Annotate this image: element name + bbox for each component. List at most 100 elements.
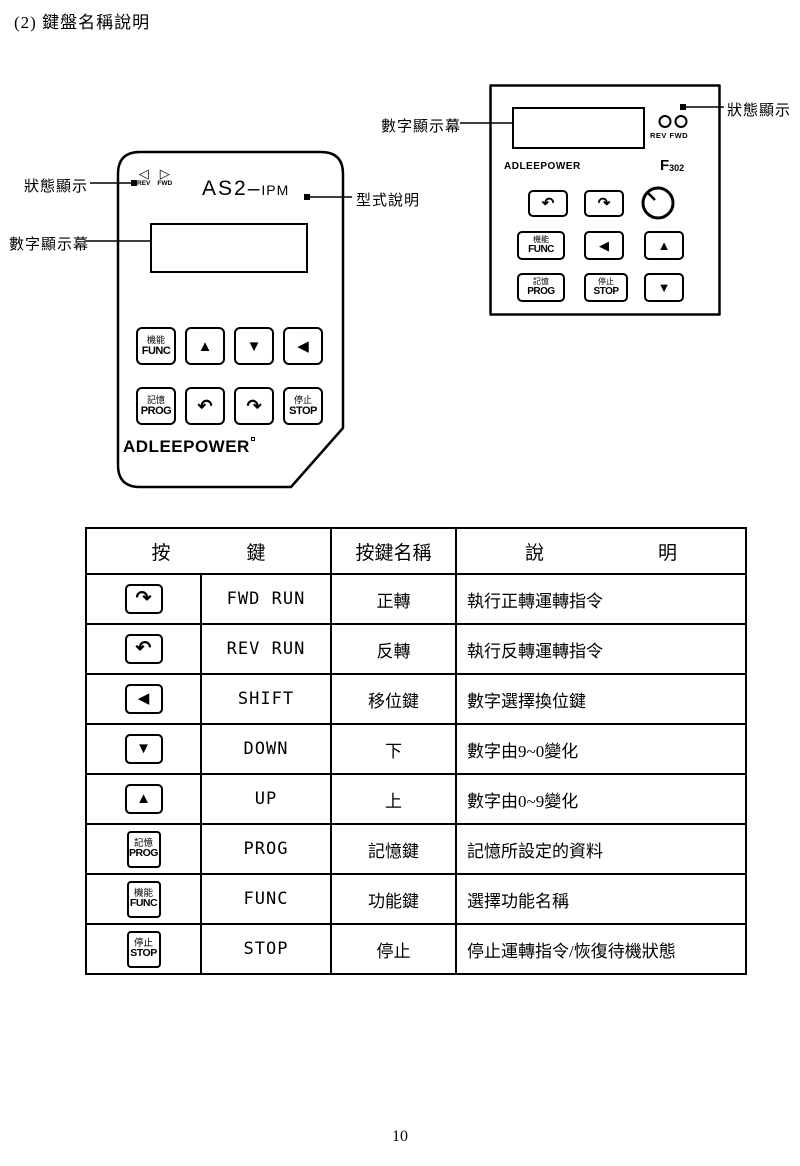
label-model-note: 型式說明 [356, 193, 421, 209]
brand-logo: ADLEEPOWER [123, 437, 255, 457]
up-arrow-icon: ▲ [197, 337, 213, 355]
key-label: FUNC [199, 873, 333, 925]
rev-arrow-icon: ◁ [138, 166, 149, 181]
rev-run-key-icon: ↶ [124, 634, 163, 664]
speed-knob-icon [641, 186, 675, 220]
stop-button-right: 停止 STOP [584, 273, 628, 302]
callout-marker [304, 194, 310, 200]
key-desc: 數字選擇換位鍵 [455, 673, 748, 725]
header-name: 按鍵名稱 [330, 527, 458, 575]
fwd-arrow-icon: ▷ [159, 166, 170, 181]
key-name: 上 [330, 773, 458, 825]
rev-run-arrow-icon: ↶ [197, 396, 213, 416]
label-right-status: 狀態顯示 [727, 103, 792, 119]
fwd-run-button-right: ↷ [584, 190, 624, 217]
prog-button: 記憶 PROG [136, 387, 176, 425]
table-row: ↷ FWD RUN 正轉 執行正轉運轉指令 [85, 573, 748, 625]
key-label: PROG [199, 823, 333, 875]
callout-marker [680, 104, 686, 110]
key-desc: 執行正轉運轉指令 [455, 573, 748, 625]
header-desc: 說 明 [455, 527, 748, 575]
left-keypad-outline [116, 150, 345, 489]
fwd-run-key-icon: ↷ [124, 584, 163, 614]
table-row: ▲ UP 上 數字由0~9變化 [85, 773, 748, 825]
rev-lamp-icon [658, 115, 672, 128]
rev-run-button-right: ↶ [528, 190, 568, 217]
down-button-right: ▼ [644, 273, 684, 302]
table-row: ↶ REV RUN 反轉 執行反轉運轉指令 [85, 623, 748, 675]
key-name: 正轉 [330, 573, 458, 625]
key-desc: 數字由0~9變化 [455, 773, 748, 825]
key-desc: 選擇功能名稱 [455, 873, 748, 925]
left-arrow-icon: ◀ [297, 337, 309, 355]
label-right-display: 數字顯示幕 [381, 119, 462, 135]
fwd-run-button: ↷ [234, 387, 274, 425]
keypad-diagram-art [86, 84, 724, 489]
down-arrow-icon: ▼ [246, 337, 262, 355]
right-digital-display [512, 107, 645, 149]
down-key-icon: ▼ [124, 734, 163, 764]
key-label: FWD RUN [199, 573, 333, 625]
trademark-icon [250, 437, 255, 441]
key-label: DOWN [199, 723, 333, 775]
page-title: (2) 鍵盤名稱說明 [14, 13, 151, 32]
right-status-labels: REV FWD [650, 131, 689, 140]
key-name: 下 [330, 723, 458, 775]
fwd-lamp-icon [674, 115, 688, 128]
label-left-status: 狀態顯示 [24, 179, 89, 195]
key-name: 記憶鍵 [330, 823, 458, 875]
key-name: 功能鍵 [330, 873, 458, 925]
func-button: 機能 FUNC [136, 327, 176, 365]
key-name: 反轉 [330, 623, 458, 675]
key-desc: 停止運轉指令/恢復待機狀態 [455, 923, 748, 975]
shift-button-right: ◀ [584, 231, 624, 260]
table-row: ▼ DOWN 下 數字由9~0變化 [85, 723, 748, 775]
key-desc: 數字由9~0變化 [455, 723, 748, 775]
speed-knob-pointer [646, 191, 656, 201]
header-key: 按 鍵 [84, 527, 333, 575]
down-button: ▼ [234, 327, 274, 365]
stop-button: 停止 STOP [283, 387, 323, 425]
key-name: 移位鍵 [330, 673, 458, 725]
prog-button-right: 記憶 PROG [517, 273, 565, 302]
key-label: REV RUN [199, 623, 333, 675]
down-arrow-icon: ▼ [657, 280, 671, 295]
fwd-run-arrow-icon: ↷ [246, 396, 262, 416]
brand-logo-right: ADLEEPOWER [504, 161, 581, 172]
table-header-row: 按 鍵 按鍵名稱 說 明 [84, 527, 748, 575]
key-label: SHIFT [199, 673, 333, 725]
left-digital-display [150, 223, 308, 273]
rev-indicator: ◁ REV [137, 166, 151, 187]
up-key-icon: ▲ [124, 784, 163, 814]
rev-run-button: ↶ [185, 387, 225, 425]
model-f302: F 302 [660, 157, 685, 174]
key-label: UP [199, 773, 333, 825]
key-description-table: 按 鍵 按鍵名稱 說 明 ↷ FWD RUN 正轉 執行正轉運轉指令 ↶ REV… [84, 527, 748, 975]
left-status-indicators: ◁ REV ▷ FWD [137, 167, 172, 188]
up-button-right: ▲ [644, 231, 684, 260]
left-arrow-icon: ◀ [599, 238, 609, 253]
key-label: STOP [199, 923, 333, 975]
fwd-run-arrow-icon: ↷ [597, 195, 611, 212]
key-desc: 記憶所設定的資料 [455, 823, 748, 875]
key-name: 停止 [330, 923, 458, 975]
fwd-indicator: ▷ FWD [157, 166, 173, 187]
up-arrow-icon: ▲ [657, 238, 671, 253]
func-button-right: 機能 FUNC [517, 231, 565, 260]
rev-run-arrow-icon: ↶ [541, 195, 555, 212]
model-text: AS2– IPM [202, 177, 290, 200]
up-button: ▲ [185, 327, 225, 365]
shift-key-icon: ◀ [124, 684, 163, 714]
table-row: ◀ SHIFT 移位鍵 數字選擇換位鍵 [85, 673, 748, 725]
callout-marker [131, 180, 137, 186]
page-number: 10 [392, 1128, 408, 1145]
shift-button: ◀ [283, 327, 323, 365]
key-desc: 執行反轉運轉指令 [455, 623, 748, 675]
